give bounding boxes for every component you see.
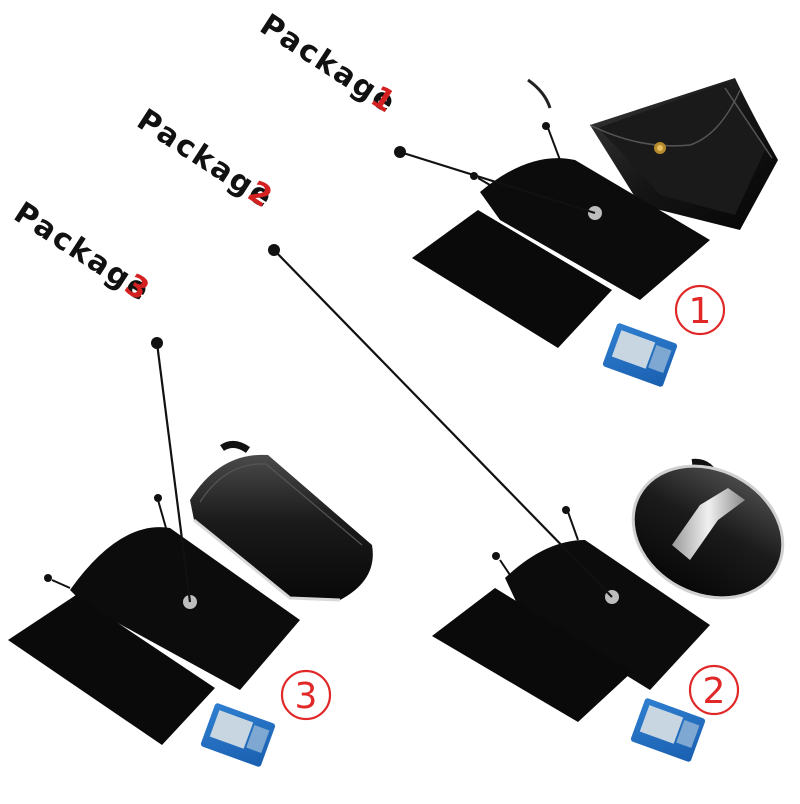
repair-card — [630, 698, 706, 762]
marker-1: 1 — [674, 284, 726, 336]
marker-2-number: 2 — [703, 671, 726, 712]
hinged-box-case — [190, 441, 373, 602]
package-2-group — [432, 458, 785, 762]
leader-line-3 — [155, 342, 192, 603]
package-1-group — [412, 78, 778, 387]
package-2-label: Package 2 — [131, 102, 280, 216]
anchor-dot-3 — [151, 337, 163, 349]
anchor-dot-2 — [268, 244, 280, 256]
marker-2: 2 — [688, 664, 740, 716]
marker-3: 3 — [280, 669, 332, 721]
marker-1-number: 1 — [689, 291, 712, 332]
package-1-label: Package 1 — [254, 7, 403, 121]
package-3-group — [8, 441, 373, 767]
cleaning-cloth — [8, 595, 215, 745]
repair-card — [602, 323, 678, 387]
leather-flap-case — [527, 78, 778, 230]
leader-line-1 — [399, 150, 596, 215]
anchor-dot-1 — [394, 146, 406, 158]
cleaning-cloth — [432, 588, 632, 722]
leader-line-2 — [273, 249, 613, 598]
cleaning-cloth — [412, 210, 612, 348]
package-3-label: Package 3 — [8, 195, 157, 309]
marker-3-number: 3 — [295, 676, 318, 717]
microfiber-pouch — [492, 506, 710, 690]
leader-lines — [155, 150, 613, 603]
oval-hard-case — [631, 458, 785, 600]
repair-card — [200, 703, 276, 767]
microfiber-pouch — [44, 494, 300, 690]
